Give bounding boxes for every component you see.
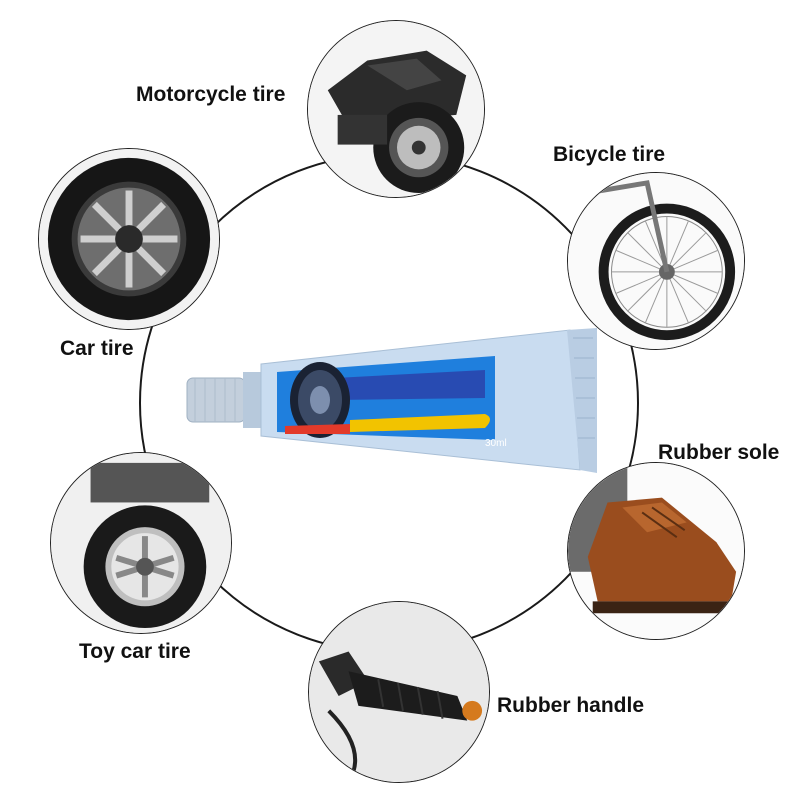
red-stripe [285, 424, 350, 434]
glue-tube: 30ml [185, 328, 605, 473]
car-tire-label: Car tire [60, 337, 134, 360]
rubber-sole-label: Rubber sole [658, 441, 780, 464]
toy-car-tire-label: Toy car tire [79, 640, 191, 663]
yellow-stripe [350, 414, 490, 432]
bicycle-tire-label: Bicycle tire [553, 143, 666, 166]
tube-volume-text: 30ml [485, 438, 507, 449]
tube-cap [186, 377, 246, 423]
motorcycle-tire-photo [307, 20, 485, 198]
motorcycle-tire-label: Motorcycle tire [136, 83, 286, 106]
rubber-handle-photo [308, 601, 490, 783]
rubber-handle-label: Rubber handle [497, 694, 645, 717]
bicycle-tire-photo [567, 172, 745, 350]
toy-car-tire-photo [50, 452, 232, 634]
rubber-sole-photo [567, 462, 745, 640]
car-tire-photo [38, 148, 220, 330]
